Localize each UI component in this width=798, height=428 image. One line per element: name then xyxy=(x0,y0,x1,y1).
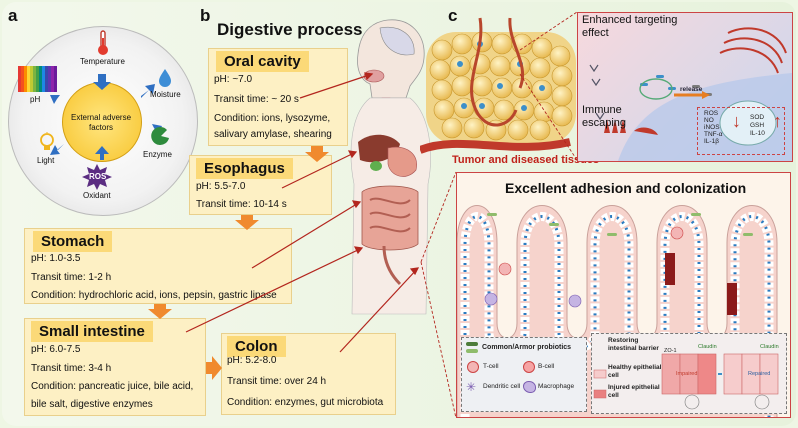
colon-line-3: Condition: enzymes, gut microbiota xyxy=(227,397,384,408)
barrier-claudin-right: Claudin xyxy=(760,344,779,350)
marker-box xyxy=(697,107,785,155)
legend-t-cell: T-cell xyxy=(483,363,499,370)
marker-inos: iNOS xyxy=(704,124,720,131)
barrier-healthy-label: Healthy epithelial cell xyxy=(608,364,662,379)
antioxidant-marker-list: SOD GSH IL-10 xyxy=(750,114,765,138)
stage-title-esophagus: Esophagus xyxy=(196,158,293,179)
esophagus-line-1: pH: 5.5-7.0 xyxy=(196,181,246,192)
immune-label: Immune escaping xyxy=(582,104,627,129)
stomach-line-2: Transit time: 1-2 h xyxy=(31,272,112,283)
stage-box-stomach xyxy=(24,228,292,304)
barrier-repaired-right: Repaired xyxy=(748,371,771,377)
stomach-line-3: Condition: hydrochloric acid, ions, peps… xyxy=(31,290,277,301)
small-intestine-line-1: pH: 6.0-7.5 xyxy=(31,344,81,355)
arrow-down-icon: ↓ xyxy=(732,111,741,131)
stomach-line-1: pH: 1.0-3.5 xyxy=(31,253,81,264)
tumor-tissue-illustration xyxy=(420,17,576,154)
small-intestine-line-3: Condition: pancreatic juice, bile acid, xyxy=(31,381,194,392)
panel-c-letter: c xyxy=(448,6,458,25)
factor-oxidant-label: Oxidant xyxy=(83,191,111,200)
digestive-system-illustration xyxy=(350,19,431,315)
oral-line-4: salivary amylase, shearing xyxy=(214,129,332,140)
factor-temperature-label: Temperature xyxy=(80,57,125,66)
water-drop-icon xyxy=(158,68,172,93)
factor-enzyme-label: Enzyme xyxy=(143,150,172,159)
stage-title-colon: Colon xyxy=(227,336,286,357)
digestive-process-title: Digestive process xyxy=(217,20,363,39)
factor-moisture-label: Moisture xyxy=(150,90,181,99)
arrow-up-icon: ↑ xyxy=(773,111,782,131)
cell-legend xyxy=(461,337,587,412)
marker-il1b: IL-1β xyxy=(704,138,719,145)
barrier-title: Restoring intestinal barrier xyxy=(608,337,659,352)
targeting-label: Enhanced targeting effect xyxy=(582,14,678,39)
barrier-impaired-left: Impaired xyxy=(676,371,698,377)
legend-probiotics: Common/Armor probiotics xyxy=(482,344,572,351)
oral-line-1: pH: ~7.0 xyxy=(214,74,253,85)
legend-dendritic: Dendritic cell xyxy=(483,383,521,390)
t-cell-icon xyxy=(467,361,479,373)
stage-title-small-intestine: Small intestine xyxy=(31,321,153,342)
legend-macrophage: Macrophage xyxy=(538,383,575,390)
barrier-zo1-left: ZO-1 xyxy=(664,348,677,354)
oral-line-3: Condition: ions, lysozyme, xyxy=(214,113,331,124)
marker-no: NO xyxy=(704,117,714,124)
barrier-inset xyxy=(591,333,787,414)
legend-b-cell: B-cell xyxy=(538,363,555,370)
mechanism-inset xyxy=(577,12,793,162)
marker-gsh: GSH xyxy=(750,122,765,129)
marker-sod: SOD xyxy=(750,114,765,121)
factor-ph-label: pH xyxy=(30,95,41,104)
marker-ros: ROS xyxy=(704,110,719,117)
inflammatory-marker-list: ROS NO iNOS TNF-α IL-1β xyxy=(704,110,723,145)
colon-line-2: Transit time: over 24 h xyxy=(227,376,327,387)
marker-tnf: TNF-α xyxy=(704,131,723,138)
dendritic-cell-icon: ✳ xyxy=(466,380,477,394)
cell-organelles xyxy=(589,27,792,161)
barrier-claudin-left: Claudin xyxy=(698,344,717,350)
thermometer-icon xyxy=(96,30,110,61)
panel-b-letter: b xyxy=(200,6,211,25)
marker-il10: IL-10 xyxy=(750,130,765,137)
tumor-caption: Tumor and diseased tissues xyxy=(452,154,600,166)
ros-burst-icon xyxy=(82,164,112,195)
oral-line-2: Transit time: ~ 20 s xyxy=(214,94,299,105)
probiotic-armor-icon xyxy=(466,349,478,353)
macrophage-icon xyxy=(523,381,536,393)
b-cell-icon xyxy=(523,361,535,373)
small-intestine-line-2: Transit time: 3-4 h xyxy=(31,363,112,374)
adhesion-title: Excellent adhesion and colonization xyxy=(505,180,747,196)
center-factor-label: External adverse factors xyxy=(70,113,132,132)
stage-title-oral-cavity: Oral cavity xyxy=(216,51,309,72)
ph-strip-icon xyxy=(18,66,60,97)
small-intestine-line-4: bile salt, digestive enzymes xyxy=(31,399,153,410)
probiotic-icon xyxy=(466,342,478,346)
esophagus-line-2: Transit time: 10-14 s xyxy=(196,199,287,210)
barrier-injured-label: Injured epithelial cell xyxy=(608,384,660,399)
barrier-cells-illustration xyxy=(593,353,779,410)
light-bulb-icon xyxy=(38,132,56,159)
enzyme-icon xyxy=(150,126,170,151)
panel-a-letter: a xyxy=(8,6,18,25)
ros-badge-label: ROS xyxy=(89,172,107,181)
release-label: release xyxy=(680,86,703,93)
colon-line-1: pH: 5.2-8.0 xyxy=(227,355,277,366)
stage-title-stomach: Stomach xyxy=(33,231,113,252)
factor-light-label: Light xyxy=(37,156,55,165)
